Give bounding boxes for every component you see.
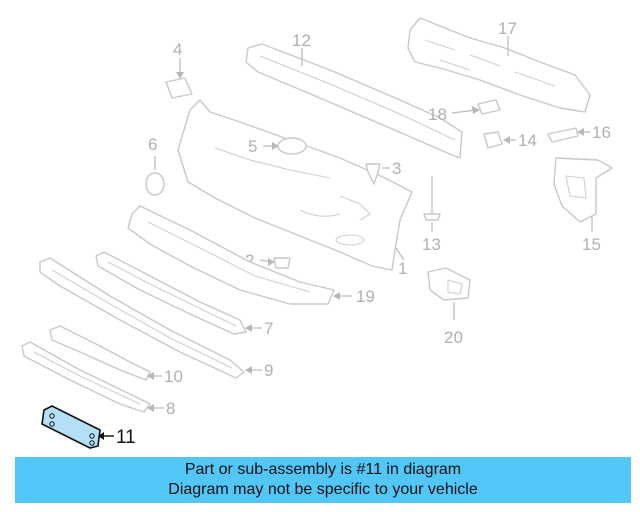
svg-text:15: 15 [582, 235, 601, 254]
svg-text:3: 3 [392, 159, 401, 178]
banner-line-1: Part or sub-assembly is #11 in diagram [184, 461, 462, 478]
svg-text:4: 4 [173, 40, 182, 59]
banner-line-2: Diagram may not be specific to your vehi… [168, 481, 478, 498]
part-16-bolt: 16 [547, 123, 611, 143]
svg-text:17: 17 [498, 19, 517, 38]
part-17-bracket [407, 17, 591, 113]
part-11-license-bracket-highlighted: 11 [41, 405, 136, 449]
svg-text:13: 13 [422, 235, 441, 254]
svg-text:9: 9 [264, 361, 273, 380]
svg-text:5: 5 [248, 137, 257, 156]
svg-text:18: 18 [428, 105, 447, 124]
part-3-pin: 3 [365, 159, 401, 185]
svg-text:8: 8 [166, 399, 175, 418]
svg-text:7: 7 [264, 319, 273, 338]
part-1-bumper-cover: 1 [177, 99, 413, 278]
part-15-bracket: 15 [553, 157, 613, 254]
info-banner: Part or sub-assembly is #11 in diagram D… [15, 457, 631, 503]
part-7-upper-grille: 7 [95, 251, 273, 338]
part-10-trim: 10 [49, 325, 183, 386]
svg-text:11: 11 [116, 427, 136, 448]
svg-text:14: 14 [518, 131, 537, 150]
part-8-lower-trim: 8 [21, 341, 175, 418]
part-4-clip: 4 [165, 40, 193, 99]
svg-text:10: 10 [164, 367, 183, 386]
svg-text:20: 20 [444, 328, 463, 347]
callout-17: 17 [498, 19, 517, 56]
part-14-nut: 14 [483, 131, 537, 150]
svg-text:6: 6 [148, 135, 157, 154]
svg-text:19: 19 [356, 287, 375, 306]
parts-diagram: 17 12 4 1 5 6 3 [21, 17, 613, 449]
part-2-clip: 2 [245, 251, 291, 270]
part-19-absorber: 19 [127, 205, 375, 306]
svg-text:1: 1 [398, 259, 407, 278]
svg-text:2: 2 [245, 251, 254, 270]
part-5-cap: 5 [248, 137, 307, 156]
part-9-lower-grille: 9 [39, 257, 273, 380]
callout-12: 12 [292, 31, 311, 66]
svg-text:12: 12 [292, 31, 311, 50]
part-13-stud: 13 [422, 176, 441, 254]
part-18-bolt: 18 [428, 99, 501, 124]
svg-text:16: 16 [592, 123, 611, 142]
part-6-round-cover: 6 [145, 135, 165, 196]
part-20-sensor: 20 [427, 267, 471, 347]
part-12-impact-bar [245, 43, 463, 159]
